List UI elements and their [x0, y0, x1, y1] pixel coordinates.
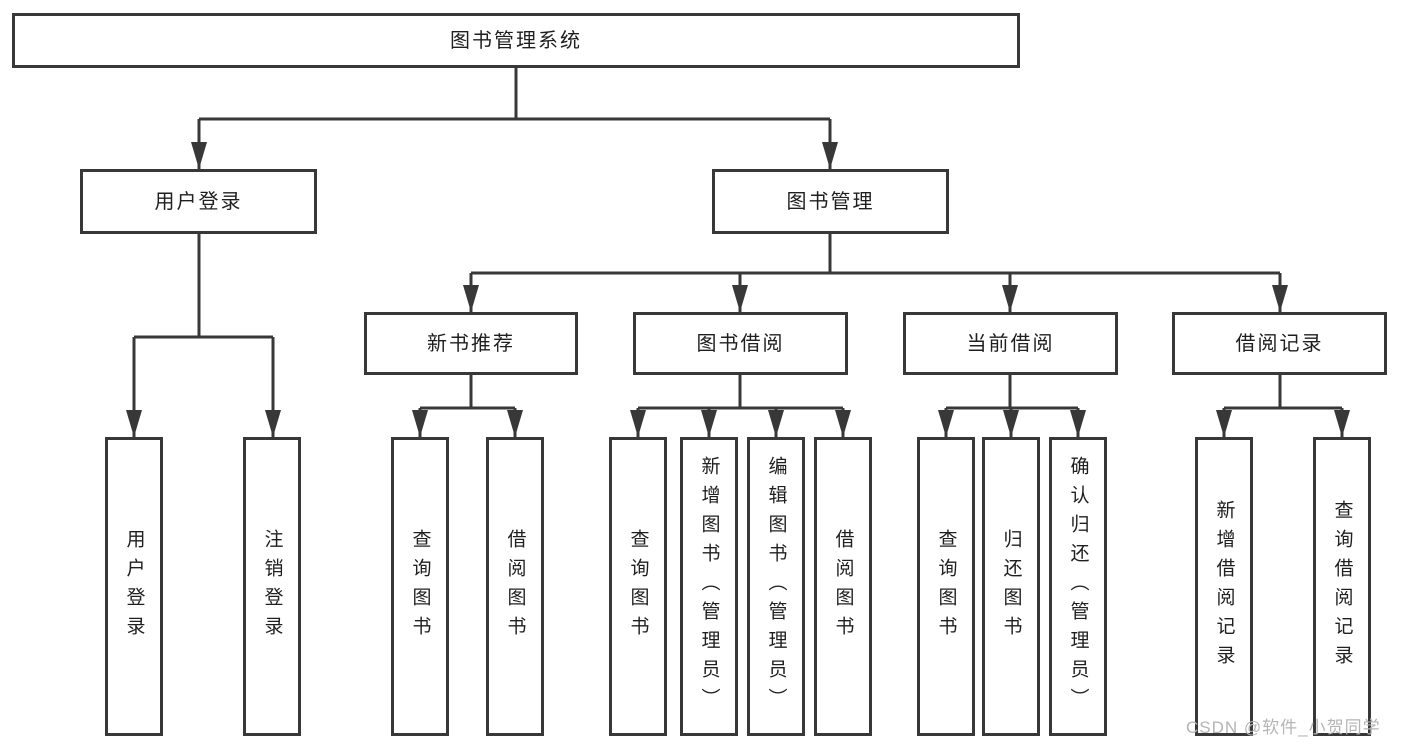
- node-library-management-system: 图书管理系统: [12, 13, 1020, 68]
- leaf-add-borrow-record: 新增借阅记录: [1195, 437, 1253, 736]
- node-new-book-recommendation: 新书推荐: [364, 312, 578, 375]
- leaf-user-login: 用户登录: [105, 437, 163, 736]
- leaf-borrow-query-books: 查询图书: [609, 437, 667, 736]
- leaf-add-book-admin: 新增图书（管理员）: [680, 437, 738, 736]
- node-book-borrowing: 图书借阅: [633, 312, 848, 375]
- connector-paths: [132, 68, 1344, 437]
- leaf-edit-book-admin: 编辑图书（管理员）: [747, 437, 805, 736]
- leaf-recommend-borrow-books: 借阅图书: [486, 437, 544, 736]
- leaf-return-book: 归还图书: [982, 437, 1040, 736]
- leaf-borrow-borrow-books: 借阅图书: [814, 437, 872, 736]
- node-current-borrowing: 当前借阅: [903, 312, 1118, 375]
- arrowhead-icons: [126, 142, 1350, 437]
- leaf-logout: 注销登录: [243, 437, 301, 736]
- node-book-management: 图书管理: [712, 169, 949, 234]
- node-borrowing-records: 借阅记录: [1172, 312, 1387, 375]
- csdn-watermark: CSDN @软件_小贺同学: [1186, 718, 1381, 737]
- node-user-login: 用户登录: [80, 169, 317, 234]
- leaf-recommend-query-books: 查询图书: [391, 437, 449, 736]
- leaf-current-query-books: 查询图书: [917, 437, 975, 736]
- leaf-query-borrow-record: 查询借阅记录: [1313, 437, 1371, 736]
- leaf-confirm-return-admin: 确认归还（管理员）: [1049, 437, 1107, 736]
